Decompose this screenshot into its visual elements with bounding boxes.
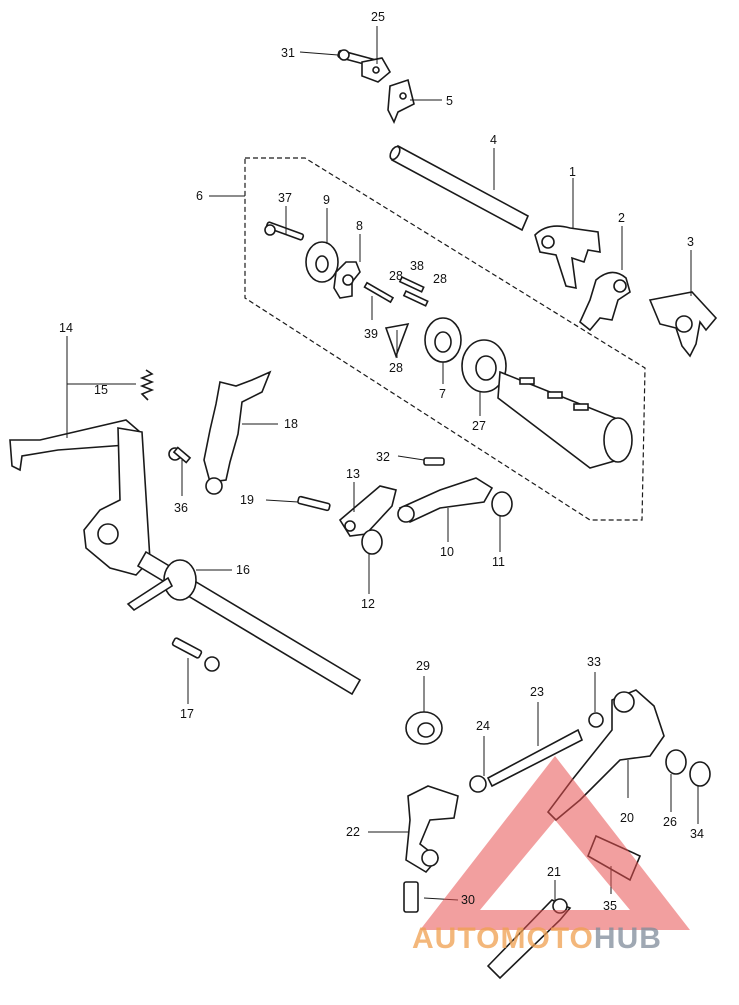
callout-label: 27 <box>472 419 486 433</box>
watermark-text-hub: HUB <box>594 922 662 955</box>
callout-label: 28 <box>389 269 403 283</box>
callout-label: 7 <box>439 387 446 401</box>
part-bolt-30 <box>403 881 419 913</box>
part-shift-drum <box>497 370 633 469</box>
part-pin-28-right <box>402 290 429 307</box>
part-roller-12 <box>361 529 383 555</box>
callout-label: 4 <box>490 133 497 147</box>
callout-label: 20 <box>620 811 634 825</box>
callout-label: 1 <box>569 165 576 179</box>
watermark-triangle <box>420 756 690 930</box>
part-arm-18 <box>203 370 272 495</box>
watermark-text-auto: AUTO <box>412 922 500 955</box>
callout-label: 5 <box>446 94 453 108</box>
callout-label: 38 <box>410 259 424 273</box>
callout-label: 39 <box>364 327 378 341</box>
callout-label: 17 <box>180 707 194 721</box>
callout-label: 18 <box>284 417 298 431</box>
callout-label: 10 <box>440 545 454 559</box>
part-nut-24 <box>469 775 487 793</box>
callout-label: 11 <box>492 555 505 569</box>
part-shift-shaft-16 <box>126 550 362 696</box>
part-seal-34 <box>689 761 711 787</box>
callout-label: 31 <box>281 46 295 60</box>
part-bearing-29 <box>405 711 443 745</box>
part-shift-pedal-14 <box>9 419 151 576</box>
callout-label: 29 <box>416 659 430 673</box>
part-lever-13 <box>338 485 397 537</box>
watermark-text-moto: MOTO <box>500 922 593 955</box>
callout-label: 37 <box>278 191 292 205</box>
part-shift-fork-1 <box>534 225 601 290</box>
callout-label: 16 <box>236 563 250 577</box>
part-bearing-27 <box>461 339 507 393</box>
callout-label: 33 <box>587 655 601 669</box>
callout-label: 23 <box>530 685 544 699</box>
callout-label: 8 <box>356 219 363 233</box>
callout-label: 34 <box>690 827 704 841</box>
part-bolt-19 <box>297 495 331 512</box>
callout-label: 2 <box>618 211 625 225</box>
part-bracket-5 <box>387 78 415 124</box>
callout-label: 6 <box>196 189 203 203</box>
leader-lines <box>66 26 699 901</box>
callout-label: 9 <box>323 193 330 207</box>
svg-text:AUTOMOTOHUB: AUTOMOTOHUB <box>412 922 662 955</box>
part-roller-11 <box>491 491 513 517</box>
part-stopper-plate-25 <box>361 57 392 83</box>
part-rod-23 <box>486 728 584 788</box>
callout-label: 28 <box>433 272 447 286</box>
callout-label: 14 <box>59 321 73 335</box>
part-bolt-36 <box>168 446 192 464</box>
callout-labels: 25 31 5 4 6 1 2 3 37 9 8 38 28 28 28 39 … <box>59 10 704 913</box>
callout-label: 15 <box>94 383 108 397</box>
part-shift-fork-2 <box>579 271 631 332</box>
part-plate-10 <box>397 477 494 524</box>
part-plate-9 <box>305 241 339 283</box>
callout-label: 26 <box>663 815 677 829</box>
part-pin-38 <box>398 276 425 293</box>
callout-label: 22 <box>346 825 360 839</box>
part-spring-15 <box>139 369 155 401</box>
callout-label: 24 <box>476 719 490 733</box>
subassembly-outline <box>244 157 646 521</box>
part-pin-28-left <box>363 281 395 304</box>
part-bolt-17 <box>171 637 220 672</box>
part-bearing-7 <box>424 317 462 363</box>
part-shift-fork-3 <box>648 291 718 358</box>
callout-label: 13 <box>346 467 360 481</box>
callout-label: 35 <box>603 899 617 913</box>
callout-label: 36 <box>174 501 188 515</box>
callout-label: 30 <box>461 893 475 907</box>
callout-label: 3 <box>687 235 694 249</box>
callout-label: 21 <box>547 865 561 879</box>
part-nut-33 <box>588 712 604 728</box>
callout-label: 28 <box>389 361 403 375</box>
part-shaft-4 <box>389 144 530 232</box>
callout-label: 32 <box>376 450 390 464</box>
callout-label: 25 <box>371 10 385 24</box>
part-arm-22 <box>405 785 459 874</box>
part-star-plate-8 <box>333 261 361 299</box>
callout-label: 12 <box>361 597 375 611</box>
part-bolt-37 <box>264 221 305 241</box>
part-washer-26 <box>665 749 687 775</box>
callout-label: 19 <box>240 493 254 507</box>
part-bolt-32 <box>423 457 445 466</box>
watermark-wordmark: AUTOMOTOHUB <box>412 922 662 955</box>
